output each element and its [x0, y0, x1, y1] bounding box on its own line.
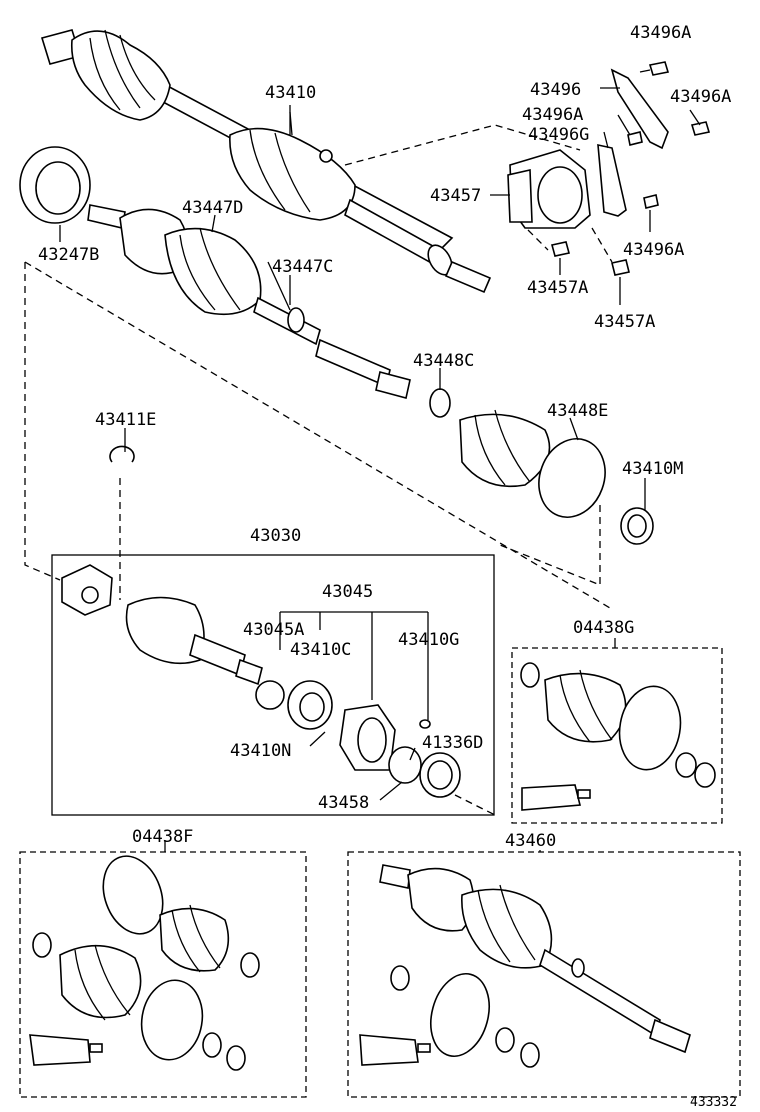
label-43410N: 43410N: [230, 741, 291, 761]
label-43030: 43030: [250, 526, 301, 546]
label-43457: 43457: [430, 186, 481, 206]
label-43045: 43045: [322, 582, 373, 602]
label-43045A: 43045A: [243, 620, 304, 640]
label-43410: 43410: [265, 83, 316, 103]
label-43496G: 43496G: [528, 125, 589, 145]
bolt-icon: [611, 259, 630, 276]
label-43496A-1: 43496A: [630, 23, 691, 43]
label-43458: 43458: [318, 793, 369, 813]
bolt-icon: [627, 131, 643, 146]
drive-shaft-assembly: [40, 29, 492, 294]
label-43496A-4: 43496A: [623, 240, 684, 260]
kit-box-04438F: [19, 851, 307, 1098]
label-43496: 43496: [530, 80, 581, 100]
drive-shaft-43460: [359, 864, 691, 1068]
kit-box-04438G: [511, 647, 723, 824]
label-04438G: 04438G: [573, 618, 634, 638]
leader-lines: [59, 87, 701, 852]
clamp-43448C: [429, 388, 451, 418]
label-04438F: 04438F: [132, 827, 193, 847]
figure-reference-number: 433332: [690, 1095, 737, 1110]
bolt-icon: [690, 121, 711, 136]
seal-ring-43247B: [19, 146, 91, 224]
label-43411E: 43411E: [95, 410, 156, 430]
label-43496A-3: 43496A: [522, 105, 583, 125]
boot-43448E: [459, 409, 606, 518]
second-shaft-assembly: [87, 204, 411, 399]
label-43460: 43460: [505, 831, 556, 851]
kit-box-43460: [347, 851, 741, 1098]
label-43410C: 43410C: [290, 640, 351, 660]
label-43410G: 43410G: [398, 630, 459, 650]
part-labels: 43496A 43496 43410 43496A 43496A 43496G …: [38, 23, 737, 1110]
inner-joint-parts: [61, 564, 461, 798]
label-41336D: 41336D: [422, 733, 483, 753]
label-43247B: 43247B: [38, 245, 99, 265]
label-43448E: 43448E: [547, 401, 608, 421]
bolt-icon: [639, 61, 670, 76]
bolt-icon: [643, 194, 659, 209]
label-43447D: 43447D: [182, 198, 243, 218]
boot-kit-04438G: [520, 662, 716, 811]
boot-kit-04438F: [29, 855, 260, 1071]
bracket-assembly: [507, 61, 711, 276]
label-43457A-1: 43457A: [527, 278, 588, 298]
snap-ring-43411E: [109, 445, 135, 463]
assembly-box-43030: [51, 554, 495, 816]
label-43457A-2: 43457A: [594, 312, 655, 332]
label-43447C: 43447C: [272, 257, 333, 277]
label-43410M: 43410M: [622, 459, 683, 479]
label-43496A-2: 43496A: [670, 87, 731, 107]
bolt-icon: [551, 241, 570, 257]
seal-43410M: [620, 507, 654, 545]
label-43448C: 43448C: [413, 351, 474, 371]
